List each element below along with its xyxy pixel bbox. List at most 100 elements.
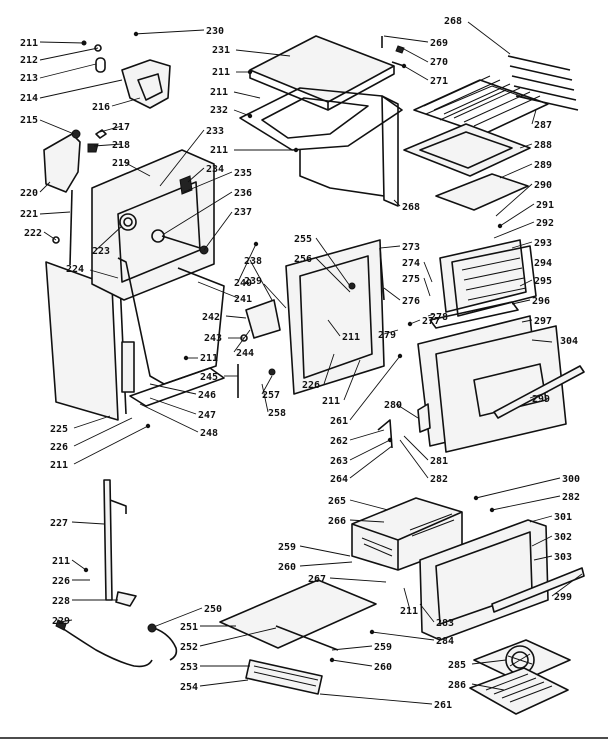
- part-label: 295: [534, 276, 552, 287]
- part-label: 275: [402, 274, 420, 285]
- tube-236: [161, 235, 201, 249]
- part-label: 215: [20, 115, 38, 126]
- rod-221: [69, 189, 73, 266]
- part-label: 243: [204, 333, 222, 344]
- part-label: 211: [200, 353, 218, 364]
- part-label: 257: [262, 390, 280, 401]
- part-label: 224: [66, 264, 84, 275]
- part-label: 216: [92, 102, 110, 113]
- part-label: 264: [330, 474, 348, 485]
- part-label: 296: [532, 296, 550, 307]
- part-label: 235: [234, 168, 252, 179]
- part-label: 250: [204, 604, 222, 615]
- floor-panel-251: [219, 579, 377, 649]
- part-label: 276: [402, 296, 420, 307]
- oven-bottom-289: [435, 173, 529, 211]
- drawer-vent: [361, 513, 455, 557]
- part-label: 232: [210, 105, 228, 116]
- kick-panel-253: [245, 659, 323, 695]
- leader-lines: [39, 21, 583, 705]
- burner-outlet-223: [119, 213, 137, 231]
- part-label: 274: [402, 258, 420, 269]
- part-label: 221: [20, 209, 38, 220]
- part-label: 211: [52, 556, 70, 567]
- oven-bottom-288-in: [419, 131, 513, 169]
- screw-257: [268, 368, 276, 376]
- part-label: 218: [112, 140, 130, 151]
- part-label: 239: [244, 276, 262, 287]
- part-label: 263: [330, 456, 348, 467]
- part-label: 282: [430, 474, 448, 485]
- floor-panel-bar-252: [275, 625, 339, 651]
- drawer-266-front: [351, 511, 463, 570]
- spring-217: [95, 129, 107, 139]
- washer-212: [94, 44, 102, 52]
- part-label: 261: [434, 700, 452, 711]
- cord-250: [153, 627, 178, 661]
- part-label: 286: [448, 680, 466, 691]
- door-liner-255: [285, 239, 385, 395]
- cabinet-back: [299, 150, 385, 197]
- part-label: 255: [294, 234, 312, 245]
- part-label: 219: [112, 158, 130, 169]
- cooktop-231-lip-r: [327, 66, 395, 111]
- cooktop-231: [249, 35, 395, 103]
- burner-outlet-223b: [123, 217, 133, 227]
- part-label: 253: [180, 662, 198, 673]
- inner-door-294: [451, 245, 537, 317]
- part-label: 211: [20, 38, 38, 49]
- door-handle-299: [493, 365, 585, 419]
- cord-229: [61, 627, 153, 668]
- insulation-294-in: [461, 257, 527, 301]
- rack-supports-268: [507, 55, 579, 111]
- bracket-242: [245, 299, 281, 339]
- part-label: 245: [200, 372, 218, 383]
- part-label: 265: [328, 496, 346, 507]
- part-label: 234: [206, 164, 224, 175]
- part-label: 212: [20, 55, 38, 66]
- cabinet-side-268: [381, 95, 399, 207]
- part-label: 213: [20, 73, 38, 84]
- door-trim-295: [429, 301, 519, 329]
- screw-222: [52, 236, 60, 244]
- screw-256: [348, 282, 356, 290]
- bracket-216-opening: [137, 73, 163, 101]
- part-label: 299: [532, 394, 550, 405]
- part-label: 241: [234, 294, 252, 305]
- plug-229: [55, 619, 67, 631]
- part-label: 290: [534, 180, 552, 191]
- part-label: 246: [198, 390, 216, 401]
- clip-213: [95, 57, 106, 73]
- part-label: 279: [378, 330, 396, 341]
- part-label: 280: [384, 400, 402, 411]
- part-labels: 211 212 213 214 216 215 217 218 219 220 …: [20, 16, 580, 711]
- part-label: 233: [206, 126, 224, 137]
- drawer-handle-303: [491, 567, 585, 613]
- part-label: 260: [374, 662, 392, 673]
- part-label: 300: [562, 474, 580, 485]
- part-label: 252: [180, 642, 198, 653]
- back-panel-219: [91, 149, 215, 301]
- part-label: 262: [330, 436, 348, 447]
- part-label: 236: [234, 188, 252, 199]
- part-label: 220: [20, 188, 38, 199]
- part-label: 260: [278, 562, 296, 573]
- part-label: 299: [554, 592, 572, 603]
- part-label: 226: [50, 442, 68, 453]
- part-label: 222: [24, 228, 42, 239]
- part-label: 258: [268, 408, 286, 419]
- part-label: 302: [554, 532, 572, 543]
- connector-250: [147, 623, 157, 633]
- part-label: 289: [534, 160, 552, 171]
- part-label: 281: [430, 456, 448, 467]
- frame-strip-246: [121, 341, 135, 393]
- part-label: 227: [50, 518, 68, 529]
- part-label: 271: [430, 76, 448, 87]
- part-label: 297: [534, 316, 552, 327]
- part-label: 214: [20, 93, 38, 104]
- part-label: 282: [562, 492, 580, 503]
- part-label: 303: [554, 552, 572, 563]
- part-label: 294: [534, 258, 552, 269]
- burner-plate-286: [469, 667, 569, 715]
